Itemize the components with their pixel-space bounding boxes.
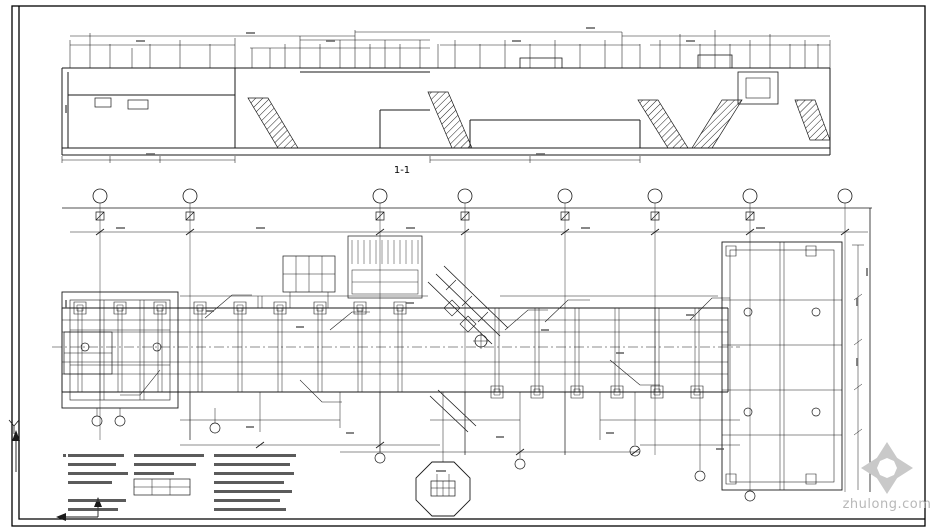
grid-bubble bbox=[457, 188, 473, 204]
section-detail-box bbox=[127, 99, 149, 110]
plan-upper-structure-a bbox=[257, 255, 336, 308]
footing-pads-outer bbox=[73, 301, 704, 399]
plan-top-grid-line bbox=[62, 207, 872, 492]
anchor-circle bbox=[811, 407, 821, 417]
arrowhead-icon bbox=[12, 430, 20, 441]
skew-ties bbox=[445, 279, 489, 323]
upper-detail-grid bbox=[257, 256, 335, 308]
grid-bubble bbox=[837, 188, 853, 204]
anchor-circle bbox=[743, 307, 753, 317]
plan-upper-structure-b bbox=[347, 235, 423, 299]
leader-lines bbox=[120, 294, 730, 403]
grid-bubbles-bottom bbox=[91, 415, 756, 502]
footing-pads-inner bbox=[76, 304, 701, 396]
plan-cross-walls bbox=[77, 308, 700, 392]
section-extension-lines bbox=[69, 30, 831, 68]
octagon-detail-callout bbox=[415, 461, 471, 517]
left-block-outline bbox=[61, 291, 179, 409]
grid-marker-squares bbox=[95, 211, 755, 221]
grid-bubble bbox=[114, 415, 126, 427]
grid-bubble bbox=[647, 188, 663, 204]
arrowhead-icon bbox=[56, 513, 66, 521]
right-dim-chain bbox=[852, 244, 864, 490]
plan-lower-dims bbox=[180, 419, 740, 453]
anchor-circle bbox=[743, 407, 753, 417]
section-pit-box-inner bbox=[745, 77, 771, 99]
grid-bubble bbox=[557, 188, 573, 204]
grid-bubble bbox=[629, 445, 641, 457]
right-block-walls bbox=[722, 242, 842, 490]
grid-bubble bbox=[209, 422, 221, 434]
section-earth-hatch-areas bbox=[247, 91, 831, 149]
upper-detail-box bbox=[347, 235, 423, 299]
y-axis-glyph bbox=[8, 419, 20, 434]
rotated-pad bbox=[459, 315, 477, 333]
grid-bubble bbox=[92, 188, 108, 204]
skew-parallels bbox=[427, 265, 509, 433]
hatch-wedge bbox=[247, 97, 299, 149]
section-detail-box bbox=[94, 97, 112, 108]
grid-bubble bbox=[744, 490, 756, 502]
section-top-curb bbox=[519, 57, 563, 69]
plan-view bbox=[52, 188, 872, 502]
left-block-walls bbox=[70, 300, 170, 400]
section-top-curb bbox=[697, 54, 733, 69]
grid-bubble bbox=[694, 470, 706, 482]
notes-mini-table bbox=[133, 478, 191, 496]
section-dimension-lines bbox=[61, 31, 830, 163]
plan-lower-dim-ticks bbox=[255, 441, 640, 456]
picket-lines bbox=[351, 240, 419, 264]
watermark: zhulong.com bbox=[843, 442, 931, 512]
grid-bubble bbox=[514, 458, 526, 470]
grid-column-lines bbox=[99, 203, 846, 492]
anchor-circle bbox=[152, 342, 162, 352]
octagon-inner-lines bbox=[431, 474, 455, 496]
section-outline bbox=[61, 67, 831, 156]
inner-border bbox=[18, 6, 925, 520]
grid-bubble bbox=[372, 188, 388, 204]
hatch-wedge bbox=[637, 99, 689, 149]
plan-left-end-block bbox=[61, 291, 179, 409]
notes-text-lines bbox=[63, 454, 296, 511]
plan-band-rails bbox=[62, 319, 728, 375]
section-view bbox=[61, 30, 831, 163]
sheet-border-frame bbox=[11, 5, 926, 527]
hatch-wedge bbox=[427, 91, 473, 149]
plan-band-outline bbox=[61, 307, 729, 393]
hatch-wedge bbox=[794, 99, 831, 141]
pivot-crosshair bbox=[473, 333, 489, 349]
watermark-text: zhulong.com bbox=[843, 497, 931, 512]
right-block-inner bbox=[729, 249, 835, 483]
left-block-inner bbox=[69, 299, 171, 401]
pinwheel-diamond-logo bbox=[861, 442, 913, 494]
octagon-outline bbox=[415, 461, 471, 517]
grid-bubbles-top bbox=[92, 188, 853, 204]
outer-border bbox=[11, 5, 926, 527]
grid-bubble bbox=[374, 452, 386, 464]
plan-lower-verticals bbox=[96, 392, 701, 470]
dimension-text-marks bbox=[65, 27, 868, 472]
anchor-circle bbox=[80, 342, 90, 352]
hatch-wedge bbox=[691, 99, 743, 149]
section-title-label: 1-1 bbox=[394, 165, 410, 176]
axis-arrows bbox=[8, 419, 102, 521]
right-block-outline bbox=[721, 241, 843, 491]
general-notes-block bbox=[63, 454, 296, 511]
grid-bubble bbox=[742, 188, 758, 204]
section-pit-box bbox=[737, 71, 779, 105]
anchor-circle bbox=[811, 307, 821, 317]
grid-bubble bbox=[182, 188, 198, 204]
plan-right-block bbox=[721, 241, 864, 491]
grid-bubble bbox=[91, 415, 103, 427]
plan-skewed-chute bbox=[427, 265, 509, 433]
right-block-pads bbox=[725, 245, 817, 485]
rotated-pad bbox=[443, 299, 461, 317]
